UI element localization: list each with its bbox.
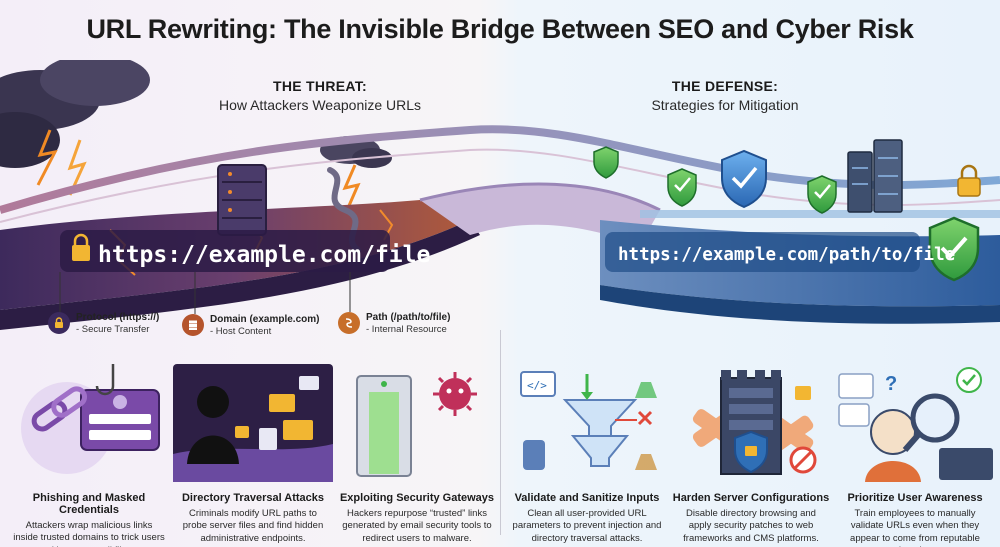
defense-subheading: Strategies for Mitigation	[651, 97, 799, 113]
defense-header: THE DEFENSE: Strategies for Mitigation	[600, 78, 850, 113]
card-security-gateways-desc: Hackers repurpose “trusted” links genera…	[342, 508, 492, 544]
card-user-awareness: ? Prioritize User Awareness Train employ…	[832, 364, 998, 547]
sanitize-funnel-icon: </>	[520, 371, 657, 470]
bridge-illustration: https://example.com/file https://example…	[0, 60, 1000, 330]
card-user-awareness-title: Prioritize User Awareness	[847, 492, 983, 504]
card-directory-traversal-desc: Criminals modify URL paths to probe serv…	[182, 508, 324, 544]
padlock-icon	[72, 233, 90, 261]
gateway-malware-icon	[356, 372, 477, 477]
lightning-icon	[36, 129, 361, 209]
card-directory-traversal: Directory Traversal Attacks Criminals mo…	[170, 364, 336, 545]
server-tower-icon	[217, 164, 267, 236]
threat-url-banner	[60, 230, 390, 272]
page-title: URL Rewriting: The Invisible Bridge Betw…	[86, 14, 914, 44]
legend-domain-title: Domain (example.com)	[210, 314, 320, 325]
legend-protocol: Protocol (https://) - Secure Transfer	[48, 312, 159, 336]
defense-url-banner	[605, 232, 920, 272]
legend-domain-desc: - Host Content	[210, 326, 272, 337]
threat-url-text: https://example.com/file	[98, 242, 430, 268]
legend-protocol-desc: - Secure Transfer	[76, 324, 150, 335]
legend-protocol-title: Protocol (https://)	[76, 312, 160, 323]
svg-text:</>: </>	[527, 379, 547, 392]
legend-path: Path (/path/to/file) - Internal Resource	[338, 312, 450, 336]
card-security-gateways: Exploiting Security Gateways Hackers rep…	[334, 364, 500, 545]
big-shield-icon	[928, 216, 980, 282]
card-security-gateways-title: Exploiting Security Gateways	[339, 492, 495, 504]
shield-icon	[721, 149, 767, 209]
card-phishing-desc: Attackers wrap malicious links inside tr…	[13, 520, 165, 547]
shield-icon	[667, 168, 697, 207]
legend-path-desc: - Internal Resource	[366, 324, 447, 335]
section-divider	[500, 330, 501, 535]
card-harden-server: Harden Server Configurations Disable dir…	[668, 364, 834, 545]
card-user-awareness-desc: Train employees to manually validate URL…	[850, 508, 980, 547]
lock-icon	[48, 312, 70, 334]
defense-url-text: https://example.com/path/to/file	[618, 245, 955, 265]
threat-subheading: How Attackers Weaponize URLs	[218, 97, 422, 113]
card-phishing-title: Phishing and Masked Credentials	[32, 492, 146, 516]
card-harden-server-title: Harden Server Configurations	[672, 492, 830, 504]
threat-header: THE THREAT: How Attackers Weaponize URLs	[180, 78, 460, 113]
storm-clouds-icon	[0, 60, 392, 168]
card-validate-inputs-title: Validate and Sanitize Inputs	[514, 492, 660, 504]
card-directory-traversal-title: Directory Traversal Attacks	[181, 492, 325, 504]
legend-domain: Domain (example.com) - Host Content	[182, 314, 319, 338]
card-validate-inputs: </> Validate and Sanitize Inputs Clean a…	[504, 364, 670, 545]
shield-icon	[593, 146, 619, 179]
svg-text:?: ?	[885, 373, 897, 395]
card-validate-inputs-desc: Clean all user-provided URL parameters t…	[512, 508, 662, 544]
padlock-icon	[957, 164, 981, 197]
server-rack-icon	[847, 139, 903, 213]
phishing-hook-icon	[21, 364, 160, 474]
user-magnifier-icon: ?	[838, 367, 993, 482]
card-harden-server-desc: Disable directory browsing and apply sec…	[683, 508, 819, 544]
threat-heading: THE THREAT:	[272, 78, 368, 94]
hacker-folders-icon	[173, 364, 333, 482]
defense-heading: THE DEFENSE:	[671, 78, 779, 94]
shield-icon	[807, 175, 837, 214]
card-phishing: Phishing and Masked Credentials Attacker…	[6, 364, 172, 547]
path-icon	[338, 312, 360, 334]
legend-path-title: Path (/path/to/file)	[366, 312, 451, 323]
fortress-server-icon	[692, 370, 817, 475]
server-icon	[182, 314, 204, 336]
